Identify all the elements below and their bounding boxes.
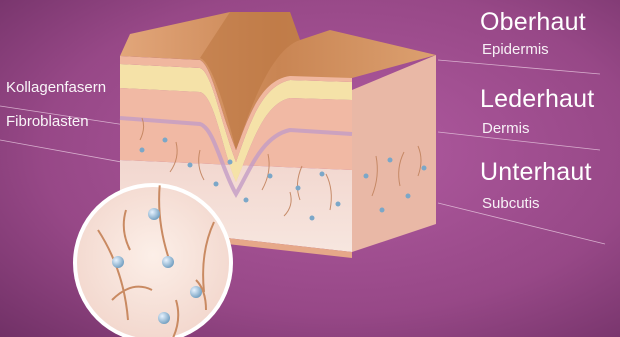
layer-label-dermis-main: Lederhaut xyxy=(480,87,594,112)
layer-label-dermis-sub: Dermis xyxy=(482,121,530,136)
layer-label-epidermis-sub: Epidermis xyxy=(482,42,549,57)
layer-label-subcutis-main: Unterhaut xyxy=(480,160,592,185)
layer-label-epidermis-main: Oberhaut xyxy=(480,10,586,35)
label-fibroblasts: Fibroblasten xyxy=(6,114,89,129)
label-collagen-fibers: Kollagenfasern xyxy=(6,80,106,95)
layer-label-subcutis-sub: Subcutis xyxy=(482,196,540,211)
